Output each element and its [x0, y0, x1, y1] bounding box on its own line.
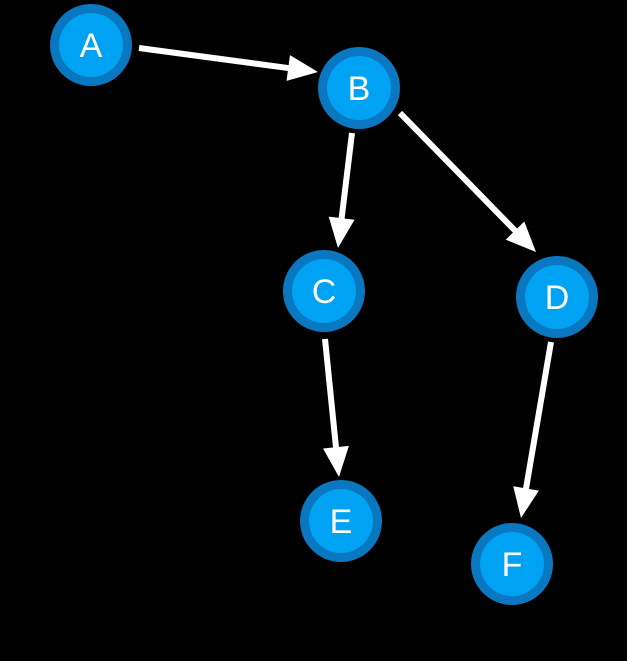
edge-c-to-e [322, 338, 349, 477]
nodes-layer: A B C D E F [50, 4, 598, 605]
arrowhead-icon [328, 216, 355, 248]
edge-line [322, 338, 340, 451]
edge-line [522, 341, 554, 492]
arrowhead-icon [323, 445, 349, 477]
edge-line [138, 45, 292, 72]
arrowhead-icon [513, 486, 539, 518]
graph-node-c[interactable]: C [283, 250, 365, 332]
node-core [480, 532, 544, 596]
node-label: B [348, 70, 371, 108]
node-label: A [80, 27, 103, 65]
edge-a-to-b [138, 45, 318, 81]
node-core [327, 56, 391, 120]
edge-b-to-c [328, 132, 355, 248]
node-core [292, 259, 356, 323]
graph-node-a[interactable]: A [50, 4, 132, 86]
node-core [525, 265, 589, 329]
node-core [309, 489, 373, 553]
graph-node-e[interactable]: E [300, 480, 382, 562]
edges-layer [138, 45, 554, 518]
edge-d-to-f [513, 341, 554, 518]
edge-line [397, 110, 520, 235]
node-label: E [330, 503, 353, 541]
edge-line [338, 132, 355, 222]
arrowhead-icon [286, 55, 318, 81]
node-label: C [312, 273, 337, 311]
graph-node-d[interactable]: D [516, 256, 598, 338]
node-label: F [502, 546, 523, 584]
graph-node-b[interactable]: B [318, 47, 400, 129]
node-core [59, 13, 123, 77]
edge-b-to-d [397, 110, 536, 252]
graph-node-f[interactable]: F [471, 523, 553, 605]
node-label: D [545, 279, 570, 317]
arrowhead-icon [505, 221, 536, 252]
